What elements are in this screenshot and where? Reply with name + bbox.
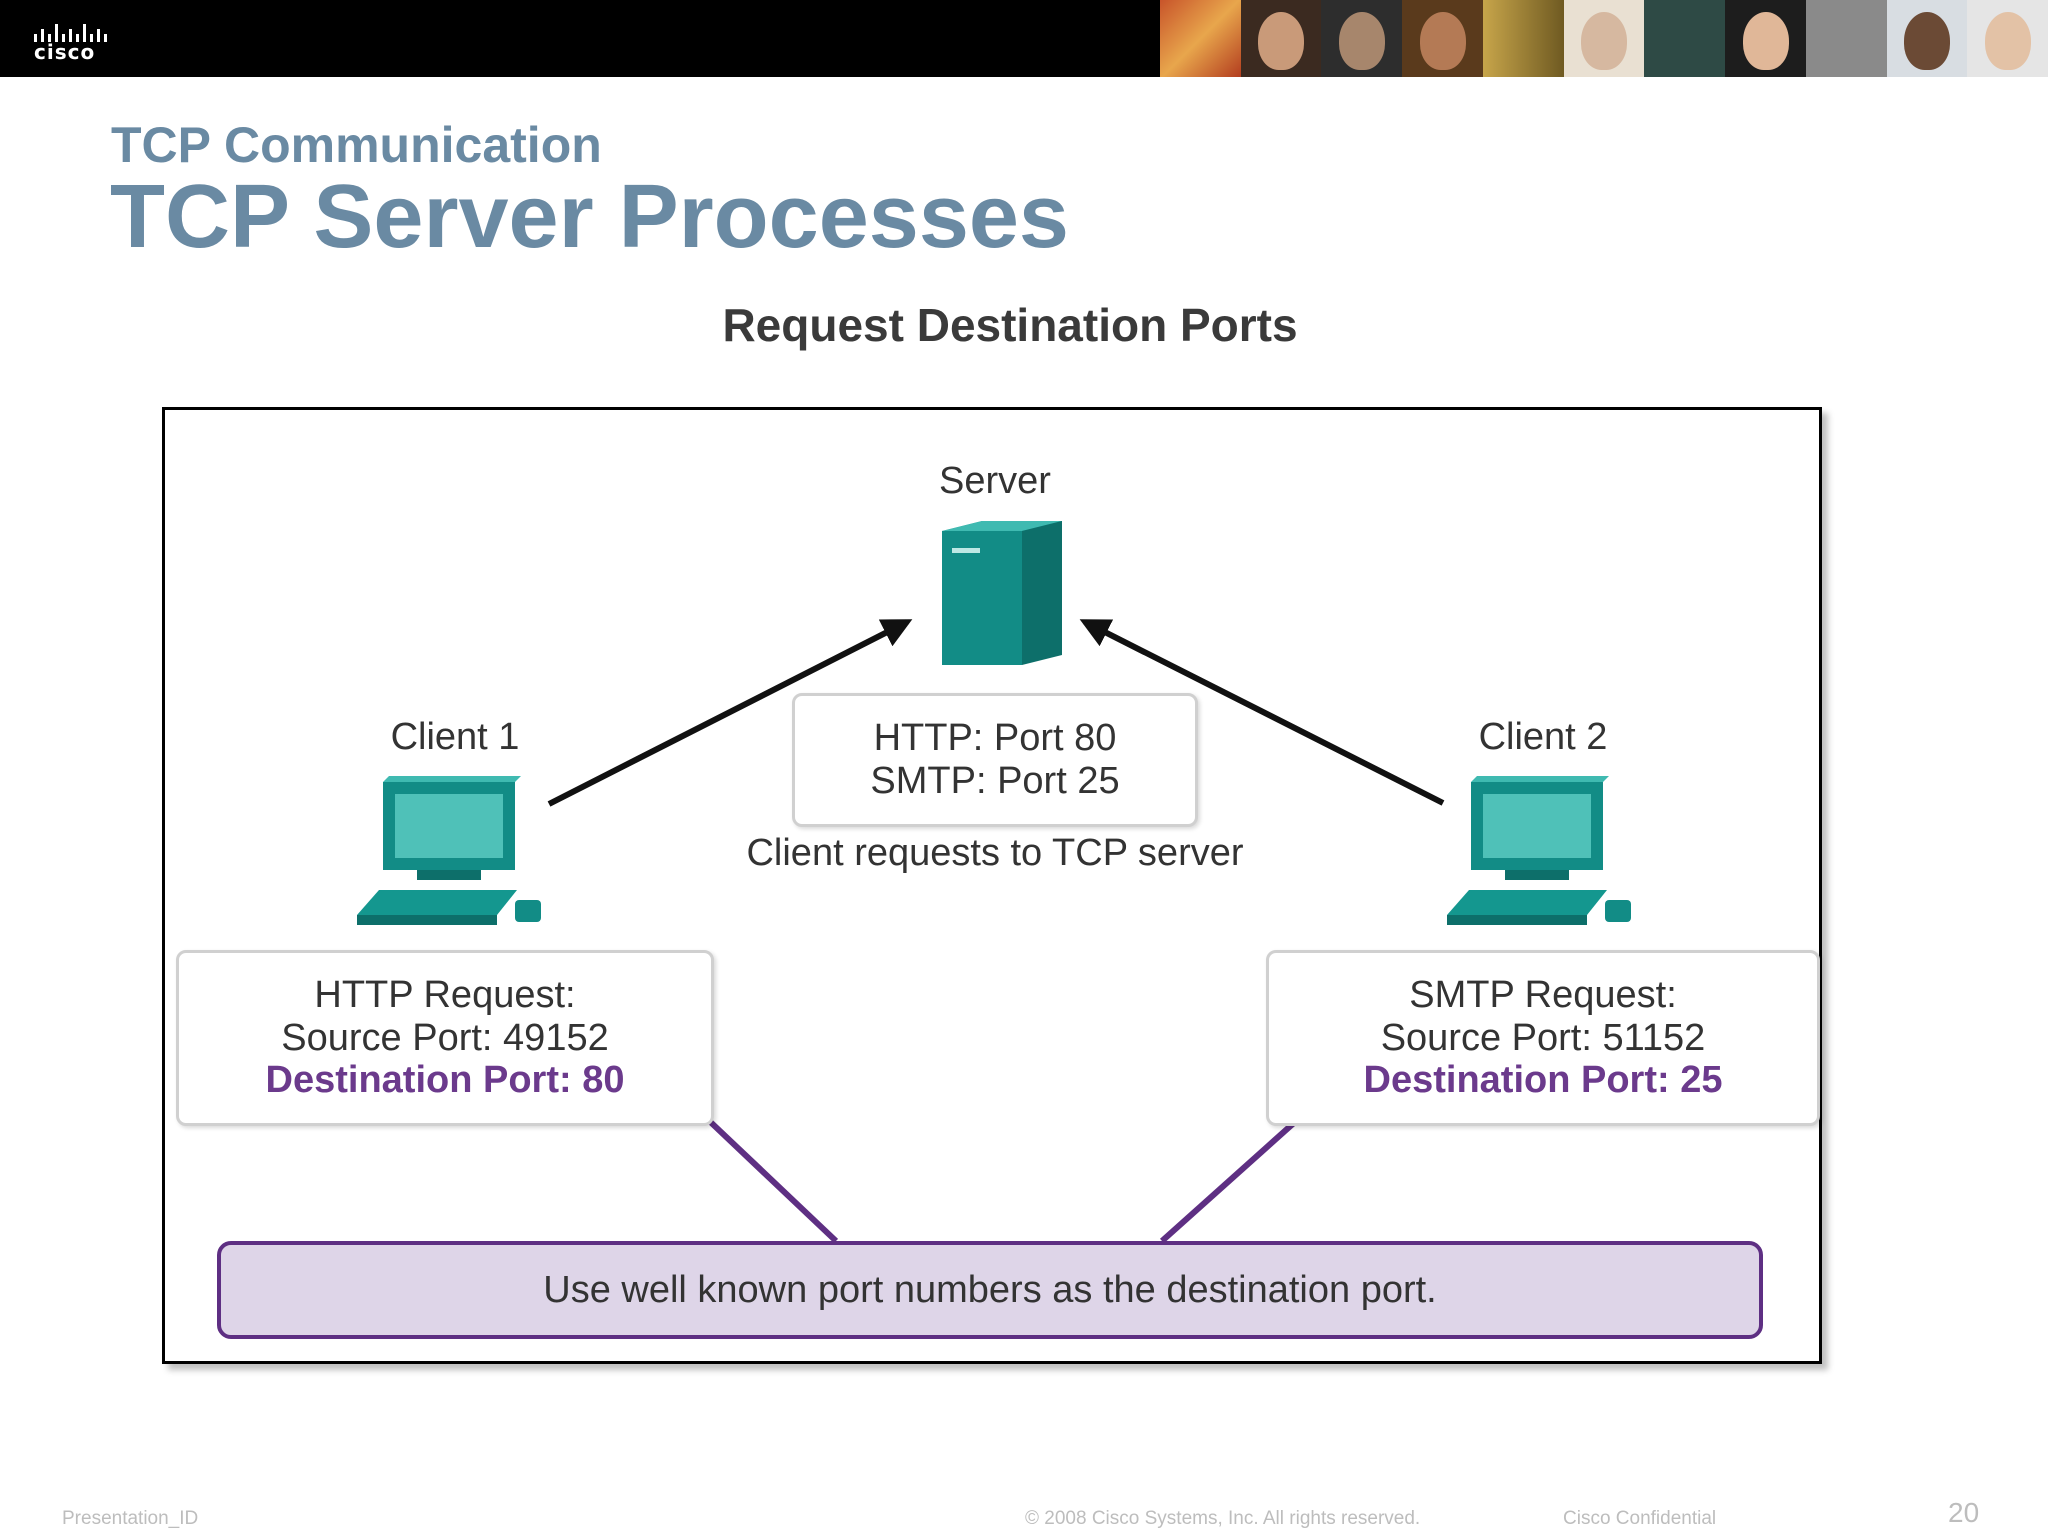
- page-number: 20: [1948, 1497, 1980, 1528]
- diagram-graphics: [357, 521, 1631, 1244]
- photo-tile: [1563, 0, 1645, 77]
- client2-request-box: SMTP Request: Source Port: 51152 Destina…: [1266, 950, 1820, 1126]
- client1-destination-port: Destination Port: 80: [265, 1059, 625, 1102]
- photo-tile: [1321, 0, 1403, 77]
- logo-wordmark: cisco: [34, 40, 96, 64]
- client2-to-server-arrow: [1079, 619, 1445, 806]
- client1-request-type: HTTP Request:: [314, 974, 576, 1017]
- server-port-http: HTTP: Port 80: [873, 717, 1117, 760]
- center-caption: Client requests to TCP server: [746, 832, 1244, 874]
- client2-request-type: SMTP Request:: [1409, 974, 1677, 1017]
- client1-source-port: Source Port: 49152: [281, 1016, 609, 1059]
- client2-computer-icon: [1447, 776, 1631, 925]
- client2-source-port: Source Port: 51152: [1380, 1016, 1706, 1059]
- photo-tile: [1402, 0, 1483, 77]
- slide-subtitle: TCP Communication: [111, 117, 602, 173]
- server-icon: [942, 521, 1062, 665]
- client1-to-server-arrow: [547, 619, 913, 807]
- people-photo-strip-icon: [1160, 0, 2048, 77]
- footer-presentation-id: Presentation_ID: [62, 1508, 199, 1529]
- top-banner: cisco: [0, 0, 2048, 77]
- diagram-heading: Request Destination Ports: [722, 299, 1298, 351]
- photo-tile: [1482, 0, 1564, 77]
- server-port-smtp: SMTP: Port 25: [870, 760, 1120, 802]
- slide-title: TCP Server Processes: [110, 167, 1069, 267]
- diagram-frame: Server HTTP: Port 80 SMTP: Port 25 Clien…: [162, 407, 1822, 1364]
- photo-tile: [1967, 0, 2048, 77]
- note-bar: Use well known port numbers as the desti…: [217, 1241, 1763, 1339]
- footer-copyright: © 2008 Cisco Systems, Inc. All rights re…: [1025, 1508, 1421, 1529]
- client1-computer-icon: [357, 776, 541, 925]
- client2-destination-port: Destination Port: 25: [1363, 1059, 1723, 1102]
- client2-label: Client 2: [1478, 716, 1608, 758]
- client1-label: Client 1: [390, 716, 520, 758]
- cisco-logo-icon: [34, 24, 107, 42]
- client1-request-box: HTTP Request: Source Port: 49152 Destina…: [176, 950, 714, 1126]
- photo-tile: [1644, 0, 1726, 77]
- photo-tile: [1240, 0, 1322, 77]
- photo-tile: [1160, 0, 1241, 77]
- server-label: Server: [939, 460, 1051, 502]
- server-ports-box: HTTP: Port 80 SMTP: Port 25: [792, 693, 1198, 827]
- photo-tile: [1725, 0, 1806, 77]
- photo-tile: [1805, 0, 1887, 77]
- photo-tile: [1886, 0, 1968, 77]
- footer-confidential: Cisco Confidential: [1563, 1508, 1717, 1529]
